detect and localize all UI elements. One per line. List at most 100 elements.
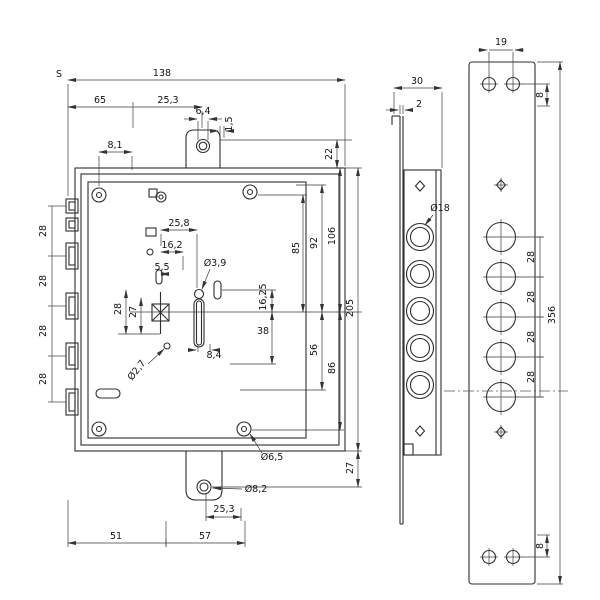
screw-bottom-right bbox=[236, 421, 252, 437]
dim-65-label: 65 bbox=[94, 95, 106, 106]
dim-138-label: 138 bbox=[153, 68, 171, 79]
cylinder-boss-5 bbox=[405, 370, 435, 400]
bolt-small-2 bbox=[65, 217, 79, 232]
bottom-tab-outline bbox=[185, 451, 223, 501]
cylinder-boss-4 bbox=[405, 333, 435, 363]
dim-27-inner-label: 27 bbox=[128, 306, 139, 318]
dim-fp28-label-2: 28 bbox=[526, 291, 537, 303]
dim-56-label: 56 bbox=[309, 344, 320, 356]
dim-85-label: 85 bbox=[291, 242, 302, 254]
dim-fp28-label-4: 28 bbox=[526, 371, 537, 383]
dim-55-label: 5,5 bbox=[154, 262, 169, 273]
small-hole-2-7 bbox=[163, 342, 171, 350]
pin-top-middle-inner bbox=[158, 194, 164, 200]
leader-dia-18 bbox=[424, 214, 434, 226]
dim-left28-label-1: 28 bbox=[38, 225, 49, 237]
faceplate-dimensions bbox=[478, 48, 563, 585]
dim-86-label: 86 bbox=[327, 362, 338, 374]
dim-356-label: 356 bbox=[547, 306, 558, 324]
case-mech-plate bbox=[87, 181, 307, 439]
top-tab-hole bbox=[195, 138, 211, 154]
dim-27-tab-label: 27 bbox=[345, 462, 356, 474]
leader-dia-27 bbox=[147, 348, 165, 365]
dim-106-label: 106 bbox=[327, 227, 338, 245]
screw-bottom-left bbox=[91, 421, 107, 437]
dim-dia82-label: Ø8,2 bbox=[245, 484, 268, 495]
dim-28-inner-label: 28 bbox=[113, 303, 124, 315]
dim-left28-label-3: 28 bbox=[38, 325, 49, 337]
cylinder-boss-3 bbox=[405, 296, 435, 326]
dim-dia27-label: Ø2,7 bbox=[126, 358, 149, 383]
dim-dia65-label: Ø6,5 bbox=[261, 452, 284, 463]
dim-64-label: 6,4 bbox=[195, 106, 210, 117]
keyhole-slot-inner bbox=[195, 300, 203, 346]
dim-81-label: 8,1 bbox=[107, 140, 122, 151]
screw-top-right bbox=[242, 184, 258, 200]
main-view-reference-lines bbox=[130, 139, 362, 313]
faceplate-view bbox=[468, 61, 536, 585]
bolt-4-inner bbox=[68, 392, 76, 412]
bottom-tab-hole bbox=[196, 479, 212, 495]
diamond-marker-top bbox=[414, 180, 426, 192]
faceplate-crosshairs bbox=[480, 75, 522, 566]
dim-30-label: 30 bbox=[411, 76, 423, 87]
mech-slot-1 bbox=[155, 269, 163, 285]
dim-fp28-label-3: 28 bbox=[526, 331, 537, 343]
bolt-2-inner bbox=[68, 296, 76, 316]
cylinder-boss-3-inner bbox=[409, 300, 431, 322]
lower-slot bbox=[95, 388, 121, 399]
leader-dia-65 bbox=[249, 433, 263, 454]
leader-dia-82 bbox=[212, 486, 243, 491]
dim-left28-label-2: 28 bbox=[38, 275, 49, 287]
screw-top-right-inner bbox=[246, 188, 254, 196]
label-s: S bbox=[56, 69, 62, 80]
bottom-tab-hole-inner bbox=[199, 482, 209, 492]
dim-258-label: 25,8 bbox=[168, 218, 189, 229]
bolt-small-2-inner bbox=[68, 220, 76, 229]
dim-51-label: 51 bbox=[110, 531, 122, 542]
dim-84-label: 8,4 bbox=[206, 350, 221, 361]
dim-8-top-label: 8 bbox=[535, 92, 546, 98]
side-view-dimensions bbox=[386, 86, 443, 226]
leader-dia-39 bbox=[201, 268, 211, 290]
cylinder-boss-5-inner bbox=[409, 374, 431, 396]
dim-38-label: 38 bbox=[257, 326, 269, 337]
dim-fp28-label-1: 28 bbox=[526, 251, 537, 263]
dim-dia18-label: Ø18 bbox=[430, 203, 450, 214]
main-view-dimensions bbox=[48, 78, 362, 547]
dim-253-bottom-label: 25,3 bbox=[213, 504, 234, 515]
dim-8-bottom-label: 8 bbox=[535, 543, 546, 549]
top-tab-hole-inner bbox=[198, 141, 208, 151]
dimension-labels: S 138 65 25,3 6,4 1,5 8,1 22 25,8 16,2 5… bbox=[38, 37, 558, 549]
cylinder-boss-1-inner bbox=[409, 226, 431, 248]
mech-stud-1 bbox=[145, 227, 157, 237]
faceplate-outline bbox=[468, 61, 536, 585]
cylinder-boss-1 bbox=[405, 222, 435, 252]
bolt-1-inner bbox=[68, 246, 76, 266]
screw-top-left bbox=[91, 187, 107, 203]
dim-22-label: 22 bbox=[324, 148, 335, 160]
dim-1625-label: 16,25 bbox=[258, 283, 269, 310]
stud-top-middle bbox=[148, 188, 158, 198]
cylinder-boss-4-inner bbox=[409, 337, 431, 359]
screw-top-left-inner bbox=[95, 191, 103, 199]
bolt-small-1 bbox=[65, 198, 79, 214]
screw-bottom-right-inner bbox=[240, 425, 248, 433]
dim-19-label: 19 bbox=[495, 37, 507, 48]
dim-205-label: 205 bbox=[345, 299, 356, 317]
mech-pin-1 bbox=[146, 248, 154, 256]
dim-dia39-label: Ø3,9 bbox=[204, 258, 227, 269]
dim-92-label: 92 bbox=[309, 237, 320, 249]
screw-bottom-left-inner bbox=[95, 425, 103, 433]
top-tab-outline bbox=[185, 129, 221, 168]
cylinder-boss-2-inner bbox=[409, 263, 431, 285]
dim-15-label: 1,5 bbox=[224, 116, 235, 131]
bolt-3-inner bbox=[68, 346, 76, 366]
dim-162-label: 16,2 bbox=[161, 240, 182, 251]
cylinder-boss-2 bbox=[405, 259, 435, 289]
case-side-bottom-step bbox=[403, 443, 414, 456]
side-view-profile bbox=[391, 115, 442, 525]
dim-253-top-label: 25,3 bbox=[157, 95, 178, 106]
